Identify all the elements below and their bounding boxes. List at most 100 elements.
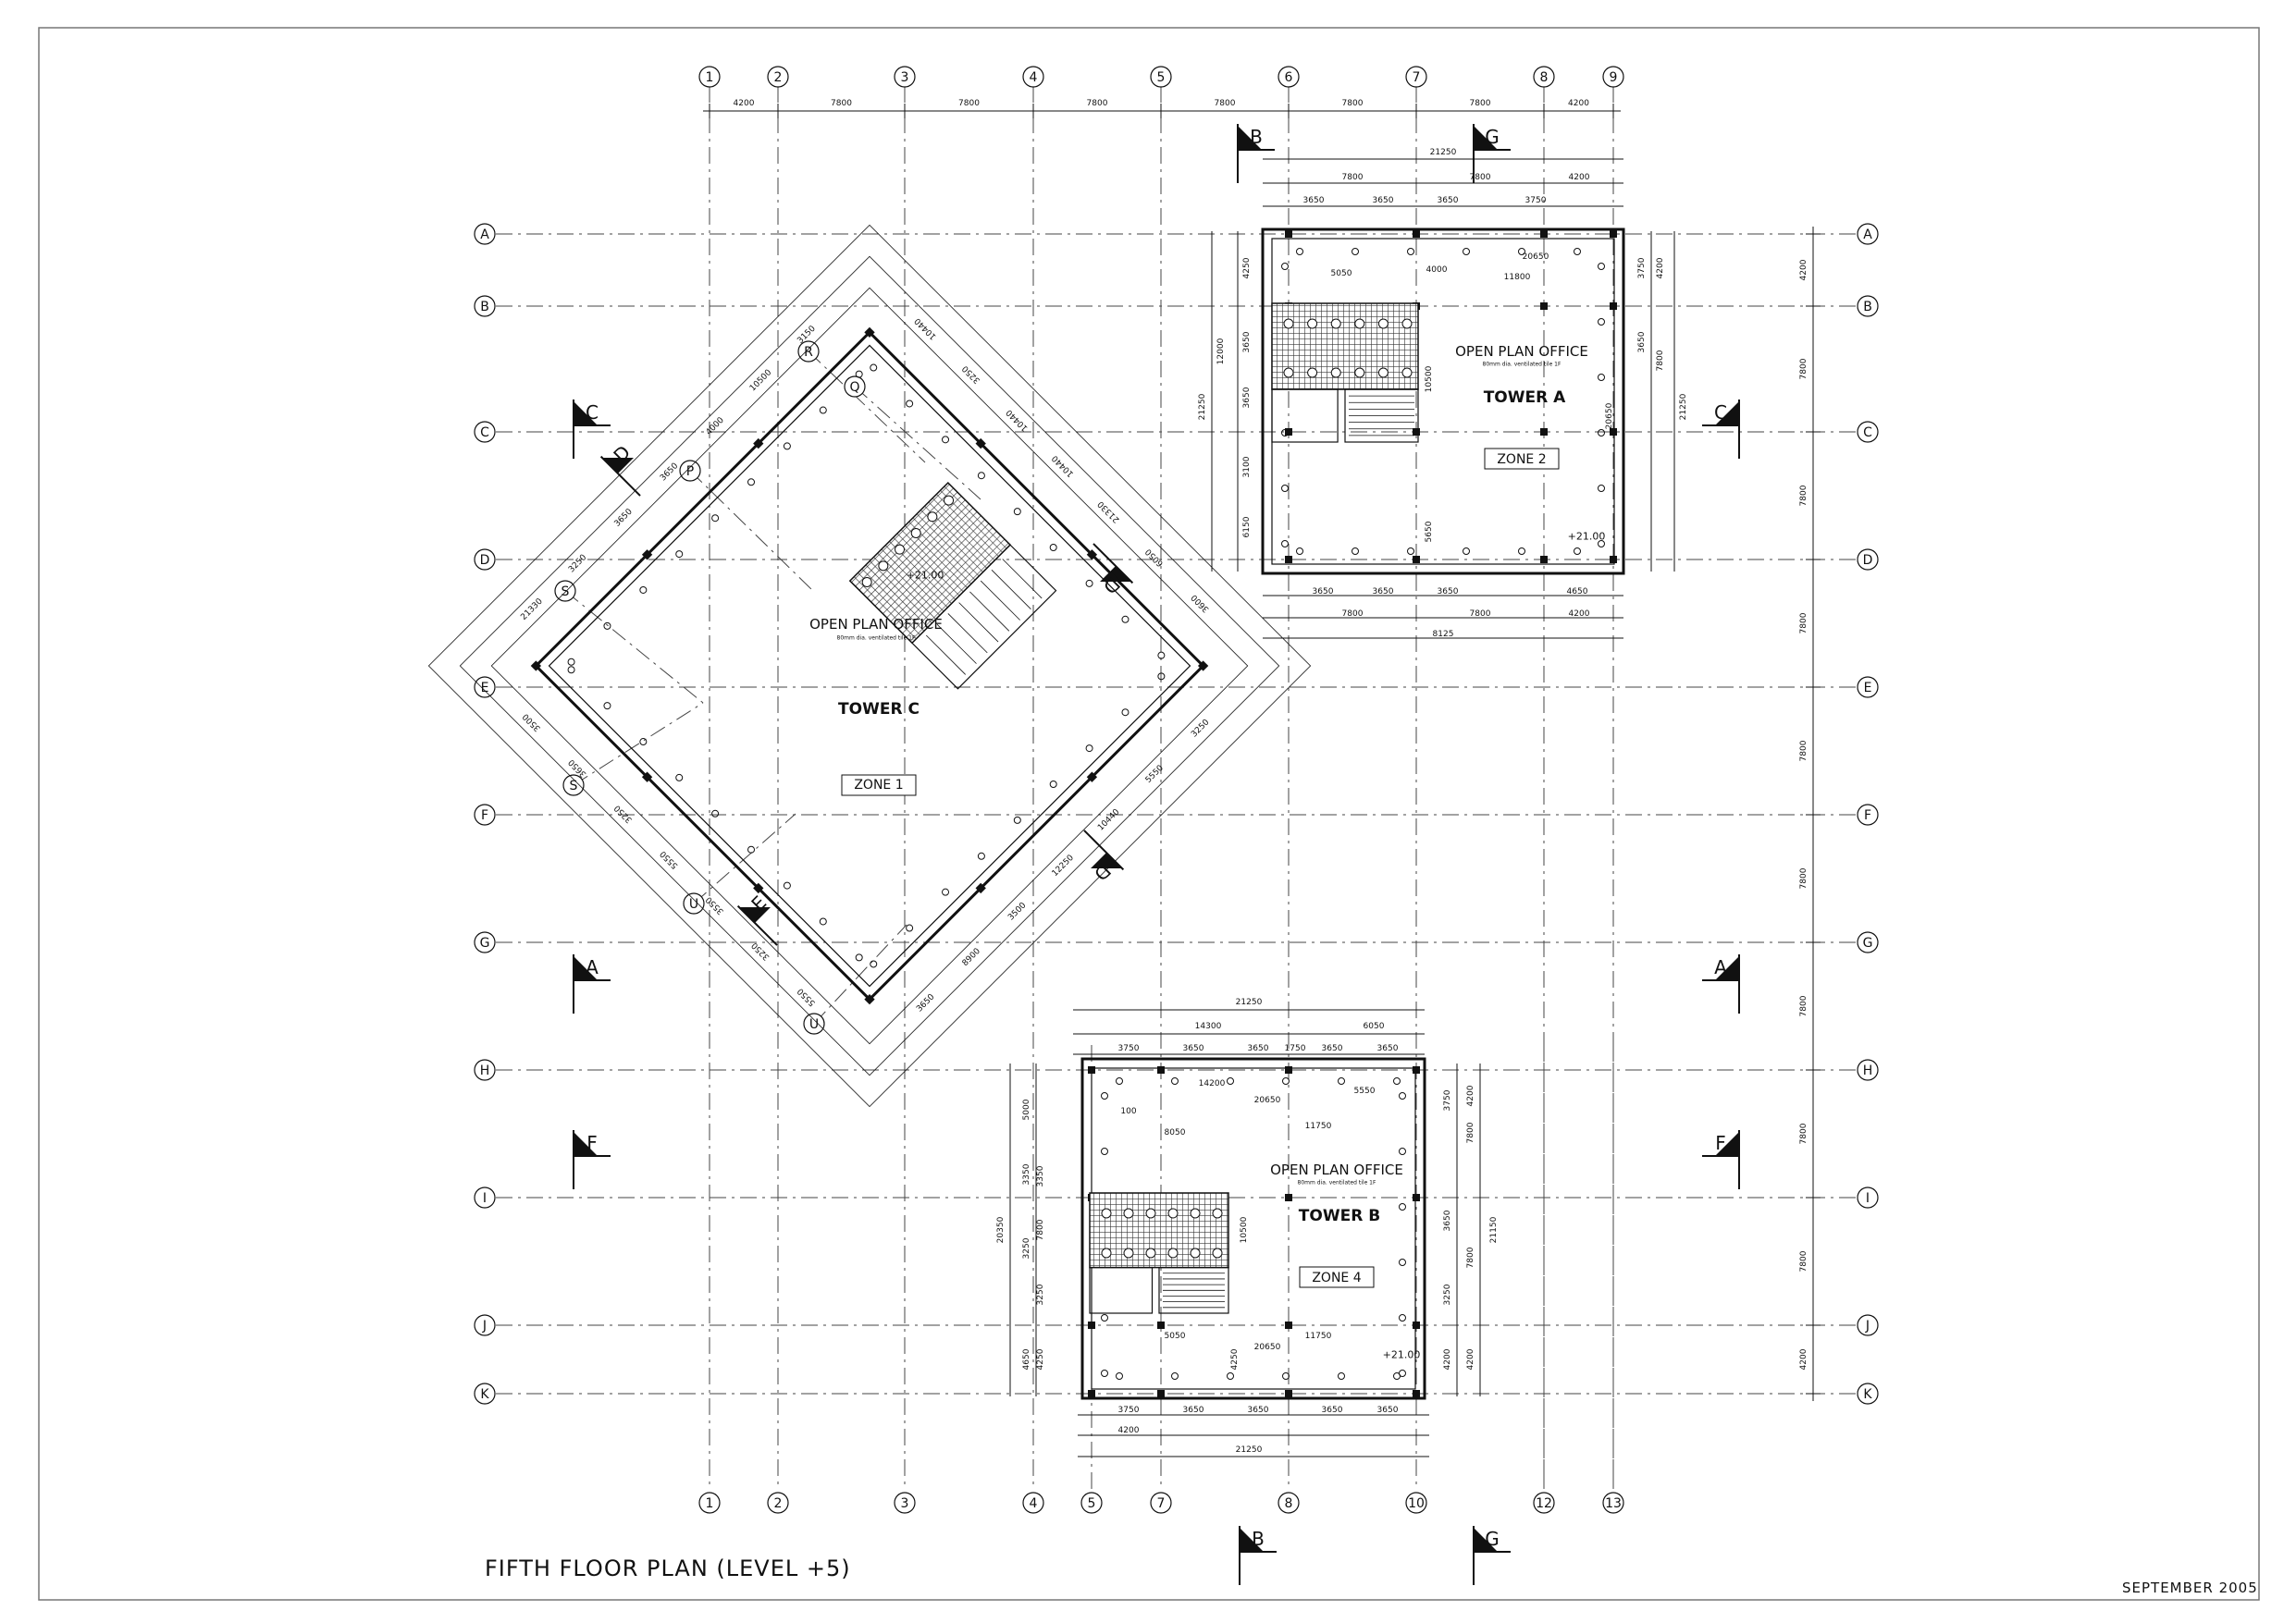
- zone-label: ZONE 1: [854, 778, 903, 793]
- grid-bubble-left-F-circle: [474, 804, 496, 826]
- structural-column: [1413, 230, 1420, 238]
- rotated-grid-bubble-label: R: [804, 345, 813, 360]
- rotated-grid-bubble-label: Q: [849, 380, 859, 395]
- grid-bubble-left-H-circle: [474, 1059, 496, 1081]
- grid-bubble-bottom-4-circle: [1022, 1492, 1044, 1514]
- tower-a-dim-text: 7800: [1470, 609, 1491, 619]
- tower-a-dim-text: 3750: [1637, 257, 1647, 278]
- structural-column: [1610, 428, 1617, 436]
- rotated-grid-bubble-label: S: [570, 779, 578, 793]
- facade-detail: [1296, 248, 1303, 255]
- stair-tread: [969, 591, 1010, 632]
- wc-fixture: [1401, 318, 1413, 329]
- grid-bubble-right-C-label: C: [1863, 425, 1872, 440]
- facade-detail: [639, 585, 648, 594]
- wc-fixture: [1377, 318, 1389, 329]
- tower-c-dim-text: 10440: [1050, 453, 1076, 479]
- grid-bubble-left-D-circle: [474, 548, 496, 571]
- facade-detail: [567, 666, 575, 674]
- toilet-core-hatched: [1271, 302, 1419, 390]
- basin-fixture: [1145, 1248, 1156, 1259]
- facade-detail: [942, 436, 950, 444]
- right-dim-text: 7800: [1799, 995, 1808, 1016]
- section-label: C: [1714, 401, 1727, 424]
- tower-b-dim-text: 8050: [1165, 1128, 1186, 1137]
- grid-bubble-left-I: I: [474, 1187, 496, 1209]
- facade-detail: [1399, 1370, 1406, 1377]
- grid-bubble-left-B-label: B: [480, 300, 489, 314]
- section-arrow: [1091, 853, 1122, 868]
- tower-a-dim-text: 3650: [1373, 196, 1394, 205]
- facade-detail: [1352, 547, 1359, 555]
- section-line: [736, 904, 778, 946]
- rotated-grid-line: [693, 813, 796, 904]
- grid-bubble-right-B-label: B: [1863, 300, 1872, 314]
- grid-bubble-left-J-circle: [474, 1314, 496, 1336]
- basin-fixture: [1354, 367, 1365, 378]
- structural-column: [1285, 556, 1292, 563]
- facade-detail: [1116, 1372, 1123, 1380]
- grid-bubble-right-B: B: [1857, 295, 1879, 317]
- structural-column: [864, 326, 875, 338]
- tower-a-dim-text: 21250: [1430, 148, 1457, 157]
- grid-bubble-right-I-label: I: [1866, 1191, 1870, 1206]
- tower-name: TOWER A: [1484, 388, 1566, 407]
- grid-bubble-left-B-circle: [474, 295, 496, 317]
- facade-detail: [1101, 1370, 1108, 1377]
- grid-bubble-bottom-12-circle: [1533, 1492, 1555, 1514]
- lift-shaft: [1271, 388, 1339, 443]
- facade-detail: [1574, 547, 1581, 555]
- facade-detail: [1598, 540, 1605, 547]
- grid-bubble-left-C: C: [474, 421, 496, 443]
- facade-detail: [1338, 1077, 1345, 1085]
- structural-column: [1413, 428, 1420, 436]
- tower-c-dim-text: 10440: [1096, 807, 1122, 833]
- grid-bubble-top-7-circle: [1405, 66, 1427, 88]
- tower-a-dim-text: 8125: [1433, 630, 1454, 639]
- tower-b-dim-text: 3350: [1036, 1165, 1045, 1187]
- grid-bubble-top-8: 8: [1533, 66, 1555, 88]
- grid-bubble-top-5: 5: [1150, 66, 1172, 88]
- tower-a-dim-text: 3650: [1438, 587, 1459, 596]
- wc-fixture: [1145, 1208, 1156, 1219]
- tower-a-dim-text: 21250: [1198, 393, 1207, 420]
- facade-detail: [1101, 1092, 1108, 1100]
- right-dim-text: 4200: [1799, 259, 1808, 280]
- grid-bubble-left-G-circle: [474, 931, 496, 953]
- facade-detail: [906, 924, 914, 932]
- facade-detail: [1399, 1203, 1406, 1211]
- structural-column: [1157, 1066, 1165, 1074]
- tower-b-dim-text: 5050: [1165, 1332, 1186, 1341]
- facade-detail: [1338, 1372, 1345, 1380]
- wc-fixture: [1283, 318, 1294, 329]
- facade-detail: [1281, 263, 1289, 270]
- grid-bubble-right-A-circle: [1857, 223, 1879, 245]
- facade-detail: [819, 406, 827, 414]
- grid-bubble-bottom-10-circle: [1405, 1492, 1427, 1514]
- grid-bubble-top-2-circle: [767, 66, 789, 88]
- tower-b-dim-text: 4200: [1466, 1348, 1475, 1370]
- basin-fixture: [1167, 1248, 1179, 1259]
- tower-a-dim-text: 20650: [1523, 252, 1549, 262]
- facade-detail: [1598, 263, 1605, 270]
- wc-fixture: [1212, 1208, 1223, 1219]
- section-arrow: [1715, 401, 1739, 425]
- tower-a-dim-text: 7800: [1470, 173, 1491, 182]
- structural-column: [1540, 556, 1548, 563]
- tower-c-dim-text: 10500: [748, 368, 774, 394]
- section-marker-rot-D: D: [599, 441, 641, 497]
- rotated-grid-bubble: P: [679, 460, 701, 482]
- facade-detail: [1281, 485, 1289, 492]
- rotated-grid-bubble: U: [803, 1013, 825, 1035]
- grid-bubble-right-B-circle: [1857, 295, 1879, 317]
- grid-bubble-top-6: 6: [1278, 66, 1300, 88]
- tower-a-dim-text: 6150: [1242, 516, 1252, 537]
- structural-column: [1540, 428, 1548, 436]
- top-dim-text: 7800: [1342, 99, 1364, 108]
- basin-fixture: [1330, 367, 1341, 378]
- grid-bubble-left-K-circle: [474, 1383, 496, 1405]
- grid-bubble-left-C-label: C: [480, 425, 489, 440]
- facade-detail: [1407, 547, 1414, 555]
